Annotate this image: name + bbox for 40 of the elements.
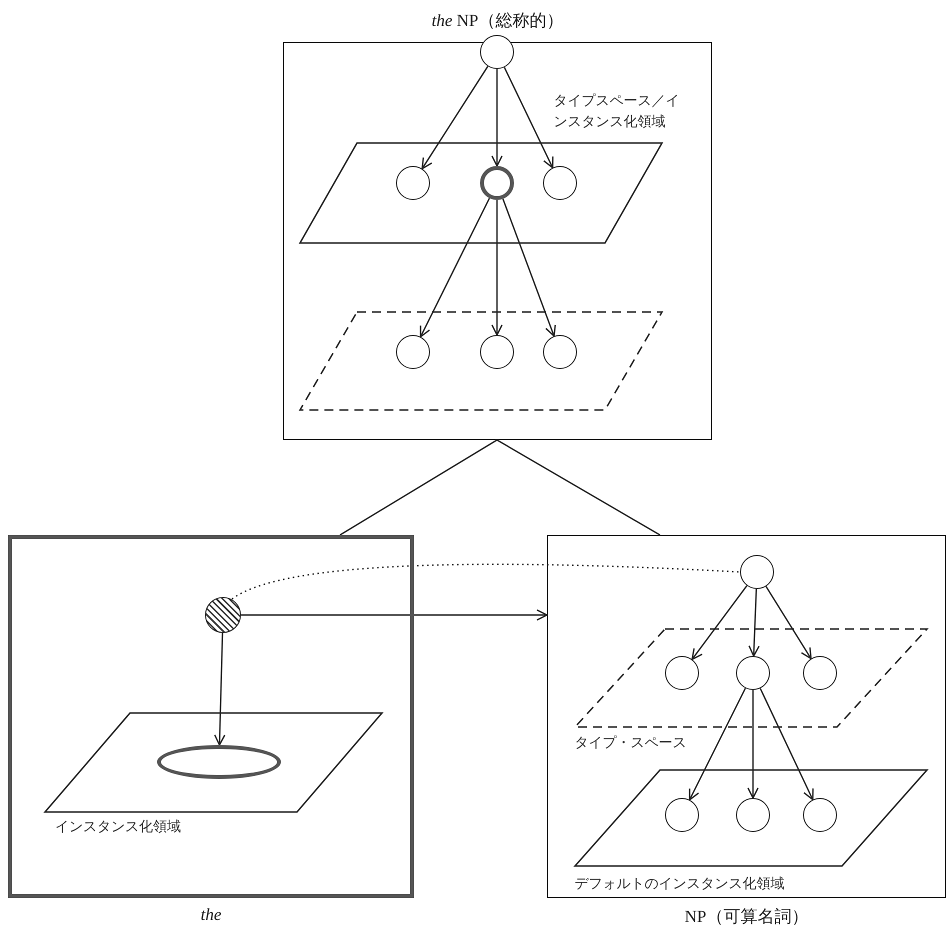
- arrow: [760, 688, 814, 800]
- circle: [736, 656, 770, 690]
- circle: [480, 334, 514, 368]
- dotted-curve: [232, 564, 740, 600]
- circle: [736, 798, 770, 832]
- arrow: [765, 586, 812, 660]
- circle: [664, 656, 698, 690]
- arrow: [691, 585, 748, 660]
- plane-label: タイプ・スペース: [574, 734, 686, 752]
- circle: [480, 34, 514, 68]
- circle: [396, 166, 430, 200]
- arrow: [747, 690, 759, 799]
- arrow: [502, 198, 556, 337]
- panel-title: NP（可算名詞）: [684, 906, 810, 928]
- arrow: [420, 198, 490, 338]
- arrow: [491, 200, 503, 336]
- circle: [802, 798, 836, 832]
- panel-title: the: [200, 905, 222, 925]
- circle: [664, 798, 698, 832]
- arrow: [491, 69, 503, 167]
- panel-title: the NP（総称的）: [430, 10, 564, 32]
- connector-line: [340, 439, 498, 536]
- plane-label: デフォルトのインスタンス化領域: [574, 874, 784, 894]
- arrow: [504, 67, 554, 168]
- connector-line: [496, 439, 660, 536]
- bold-circle: [480, 166, 514, 200]
- circle: [542, 166, 576, 200]
- arrow: [748, 588, 760, 657]
- circle: [740, 554, 774, 588]
- arrow: [241, 609, 548, 621]
- arrow: [214, 632, 226, 746]
- plane-label: タイプスペース／インスタンス化領域: [554, 92, 680, 132]
- arrow: [421, 66, 488, 170]
- circle: [802, 656, 836, 690]
- plane-label: インスタンス化領域: [55, 818, 181, 837]
- circle: [396, 334, 430, 368]
- circle: [542, 334, 576, 368]
- dashed-plane: [300, 312, 662, 410]
- hatched-circle: [205, 597, 241, 633]
- arrow: [688, 688, 746, 800]
